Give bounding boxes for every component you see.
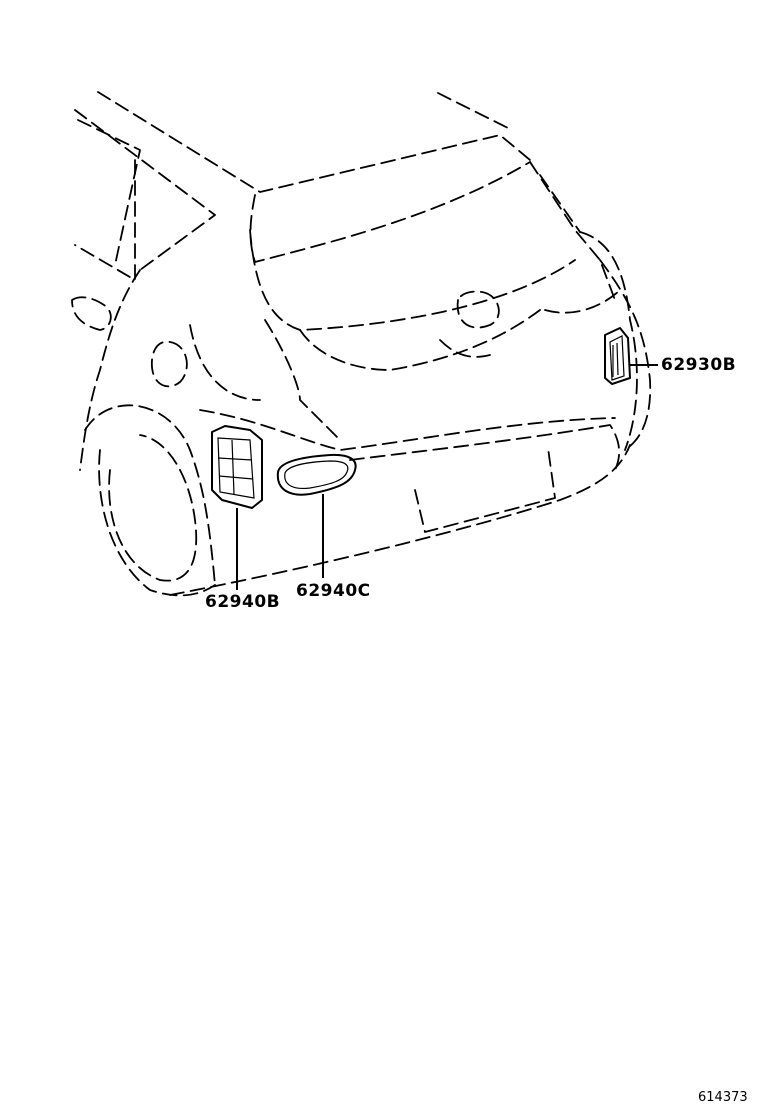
roof-rear-edge: [437, 92, 513, 131]
fuel-door: [151, 340, 188, 388]
emblem: [456, 290, 500, 329]
side-window: [74, 159, 136, 281]
hatch-lower: [264, 319, 341, 441]
quarter-panel-right: [544, 289, 621, 314]
roof-line: [97, 91, 531, 193]
quarter-panel-left: [79, 269, 141, 471]
hatch-bottom: [189, 324, 261, 401]
illustration-number: 614373: [698, 1090, 748, 1105]
part-label-62930b[interactable]: 62930B: [661, 355, 737, 375]
bumper-upper-edge: [349, 424, 621, 471]
lower-edge: [439, 339, 491, 358]
part-62930b-shape: [604, 327, 631, 385]
wheel-arch-outer: [84, 404, 216, 586]
rear-glass: [249, 229, 576, 331]
body-right-side: [579, 231, 638, 451]
tail-panel: [299, 309, 541, 371]
body-right-lower: [599, 259, 652, 451]
wheel-arch-inner: [98, 449, 216, 597]
part-62940c-shape: [276, 453, 357, 496]
bumper-bottom: [169, 444, 631, 596]
part-62940b-shape: [211, 425, 263, 509]
part-label-62940c[interactable]: 62940C: [296, 581, 371, 601]
door-handle: [71, 296, 112, 331]
license-plate: [414, 447, 556, 533]
c-pillar-inner: [77, 119, 141, 266]
hatch-side-right: [539, 174, 581, 233]
c-pillar: [74, 109, 216, 271]
part-label-62940b[interactable]: 62940B: [205, 592, 281, 612]
spoiler: [249, 161, 531, 263]
bumper-top: [199, 409, 616, 451]
